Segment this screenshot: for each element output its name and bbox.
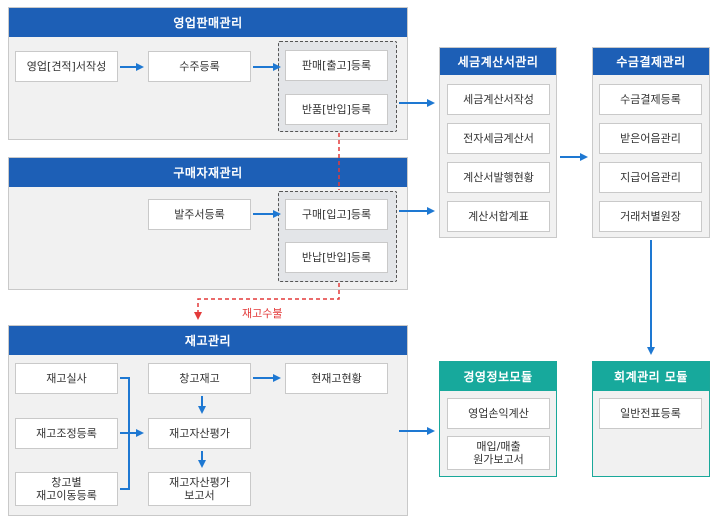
issue-status-box[interactable]: 계산서발행현황 xyxy=(447,162,550,193)
buy-in-box[interactable]: 구매[입고]등록 xyxy=(285,199,388,230)
e-invoice-box[interactable]: 전자세금계산서 xyxy=(447,123,550,154)
current-status-box[interactable]: 현재고현황 xyxy=(285,363,388,394)
warehouse-stock-box[interactable]: 창고재고 xyxy=(148,363,251,394)
inventory-panel-title: 재고관리 xyxy=(9,326,407,355)
accounting-panel-title: 회계관리 모듈 xyxy=(593,362,709,391)
po-box[interactable]: 발주서등록 xyxy=(148,199,251,230)
quote-box[interactable]: 영업[견적]서작성 xyxy=(15,51,118,82)
sales-panel-title: 영업판매관리 xyxy=(9,8,407,37)
notes-payable-box[interactable]: 지급어음관리 xyxy=(599,162,702,193)
adjust-box[interactable]: 재고조정등록 xyxy=(15,418,118,449)
purchase-panel-title: 구매자재관리 xyxy=(9,158,407,187)
sale-out-box[interactable]: 판매[출고]등록 xyxy=(285,50,388,81)
return-in-box[interactable]: 반품[반입]등록 xyxy=(285,94,388,125)
voucher-box[interactable]: 일반전표등록 xyxy=(599,398,702,429)
valuation-box[interactable]: 재고자산평가 xyxy=(148,418,251,449)
transfer-box[interactable]: 창고별 재고이동등록 xyxy=(15,472,118,506)
profit-loss-box[interactable]: 영업손익계산 xyxy=(447,398,550,429)
valuation-report-box[interactable]: 재고자산평가 보고서 xyxy=(148,472,251,506)
stock-flow-label: 재고수불 xyxy=(242,307,283,320)
collection-box[interactable]: 수금결제등록 xyxy=(599,84,702,115)
notes-receivable-box[interactable]: 받은어음관리 xyxy=(599,123,702,154)
return-out-box[interactable]: 반납[반입]등록 xyxy=(285,242,388,273)
stocktake-box[interactable]: 재고실사 xyxy=(15,363,118,394)
tax-invoice-panel-title: 세금계산서관리 xyxy=(440,48,556,75)
payment-panel-title: 수금결제관리 xyxy=(593,48,709,75)
tax-write-box[interactable]: 세금계산서작성 xyxy=(447,84,550,115)
order-box[interactable]: 수주등록 xyxy=(148,51,251,82)
cost-report-box[interactable]: 매입/매출 원가보고서 xyxy=(447,436,550,470)
management-info-panel-title: 경영정보모듈 xyxy=(440,362,556,391)
ledger-box[interactable]: 거래처별원장 xyxy=(599,201,702,232)
invoice-summary-box[interactable]: 계산서합계표 xyxy=(447,201,550,232)
